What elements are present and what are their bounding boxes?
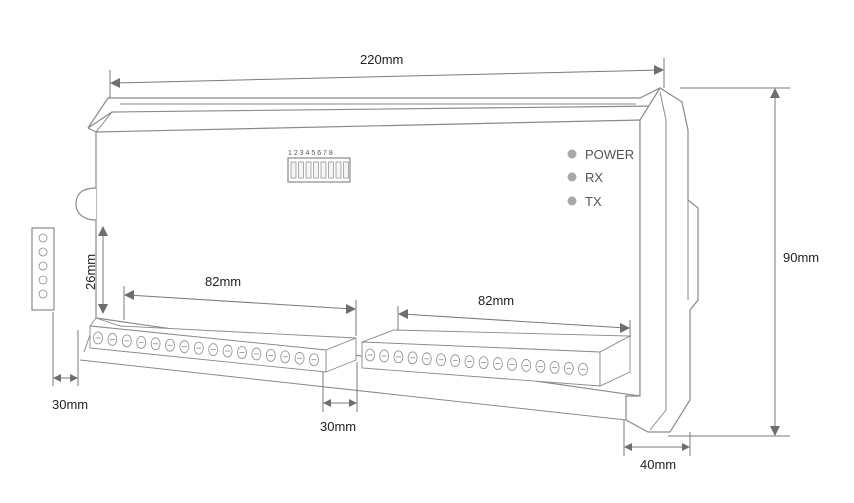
terminal-screw-icon (507, 358, 517, 371)
bottom-edge (79, 359, 627, 421)
dim-40mm-label: 40mm (640, 457, 676, 472)
led-indicators: POWER RX TX (567, 147, 634, 209)
terminal-screw-icon (136, 335, 147, 349)
terminal-screw-icon (280, 350, 291, 364)
side-panel (625, 87, 699, 433)
dim-82mm-left: 82mm (123, 274, 357, 336)
left-bump (75, 187, 97, 221)
dim-26mm-label: 26mm (83, 254, 98, 290)
terminal-screw-icon (237, 346, 247, 359)
side-screw-icon (38, 275, 48, 285)
terminal-screw-icon (393, 350, 404, 364)
terminal-screw-icon (165, 338, 175, 352)
dim-26mm: 26mm (83, 226, 108, 314)
tx-led-label: TX (585, 194, 602, 209)
terminal-screw-icon (121, 334, 132, 348)
terminal-screw-icon (150, 337, 161, 351)
rx-led-label: RX (585, 170, 603, 185)
terminal-screw-icon (265, 348, 276, 362)
side-screw-icon (38, 261, 48, 271)
terminal-screw-icon (251, 347, 262, 361)
dim-220mm: 220mm (109, 52, 665, 98)
terminal-screw-icon (294, 351, 305, 365)
terminal-screw-icon (193, 341, 204, 355)
terminal-screw-icon (578, 362, 588, 376)
device-housing (75, 87, 699, 433)
tx-led-icon (567, 196, 577, 206)
dim-30mm-middle-label: 30mm (320, 419, 356, 434)
terminal-screw-icon (208, 343, 219, 357)
terminal-screw-icon (179, 340, 190, 354)
dim-90mm: 90mm (668, 87, 819, 437)
side-connector (31, 227, 55, 311)
side-screw-icon (38, 289, 48, 299)
terminal-left-side (325, 337, 357, 373)
terminal-right-side (599, 335, 631, 387)
terminal-screw-icon (309, 353, 319, 367)
terminal-screw-icon (407, 351, 418, 365)
terminal-screw-icon (549, 360, 560, 374)
terminal-screw-icon (464, 355, 475, 369)
terminal-screw-icon (93, 331, 103, 345)
terminal-screw-icon (492, 357, 503, 370)
terminal-screw-icon (222, 344, 233, 358)
dim-30mm-left-label: 30mm (52, 397, 88, 412)
terminal-screw-icon (421, 352, 432, 366)
terminal-screw-icon (107, 333, 118, 346)
side-screw-icon (38, 247, 48, 257)
rx-led-icon (567, 172, 577, 182)
terminal-screw-icon (535, 359, 546, 373)
dim-220mm-label: 220mm (360, 52, 403, 67)
power-led-icon (567, 149, 577, 159)
dim-40mm: 40mm (623, 420, 691, 472)
side-connector-body (31, 227, 55, 311)
dim-82mm-right: 82mm (397, 293, 631, 338)
terminal-screw-icon (365, 348, 375, 362)
terminal-right-screws (365, 348, 588, 376)
dip-switch-numbers: 1 2 3 4 5 6 7 8 (288, 150, 333, 157)
dim-30mm-middle: 30mm (320, 362, 358, 434)
terminal-block-right (361, 329, 632, 387)
dim-90mm-label: 90mm (783, 250, 819, 265)
dim-82mm-left-label: 82mm (205, 274, 241, 289)
terminal-block-left (89, 317, 357, 373)
dip-switch: 1 2 3 4 5 6 7 8 (287, 150, 351, 183)
terminal-screw-icon (478, 356, 489, 370)
terminal-left-screws (93, 331, 319, 367)
side-screw-icon (38, 233, 48, 243)
dim-82mm-right-label: 82mm (478, 293, 514, 308)
terminal-screw-icon (436, 353, 446, 367)
terminal-screw-icon (450, 354, 461, 368)
terminal-screw-icon (563, 361, 574, 375)
power-led-label: POWER (585, 147, 634, 162)
side-panel-ridge (649, 91, 667, 431)
dim-30mm-left: 30mm (52, 312, 88, 412)
terminal-screw-icon (379, 349, 390, 363)
terminal-screw-icon (521, 359, 532, 372)
